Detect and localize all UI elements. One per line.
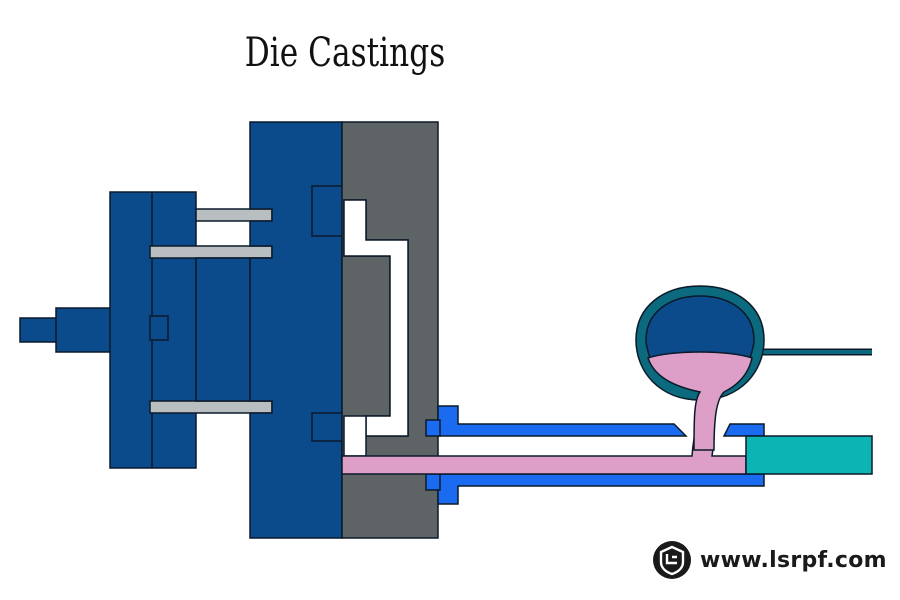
cylinder-rod	[19, 317, 59, 343]
sleeve-collar-top	[425, 419, 441, 437]
shot-sleeve-top	[437, 405, 688, 437]
ladle-molten-metal	[647, 351, 753, 451]
plunger	[745, 435, 873, 475]
moving-platen	[249, 121, 343, 539]
ejector-block-top	[311, 185, 345, 237]
sleeve-collar-bottom	[425, 473, 441, 491]
shot-sleeve-bottom	[437, 473, 765, 505]
cavity-gate	[343, 415, 367, 457]
shot-sleeve-top-right	[722, 423, 765, 437]
ladle-interior	[645, 295, 755, 359]
lsrpf-logo-icon	[653, 541, 691, 579]
diagram-title: Die Castings	[244, 30, 446, 76]
brand-watermark: www.lsrpf.com	[652, 540, 887, 580]
toggle-link	[149, 315, 169, 341]
brand-url: www.lsrpf.com	[700, 547, 887, 573]
ejector-block-bottom	[311, 412, 345, 442]
